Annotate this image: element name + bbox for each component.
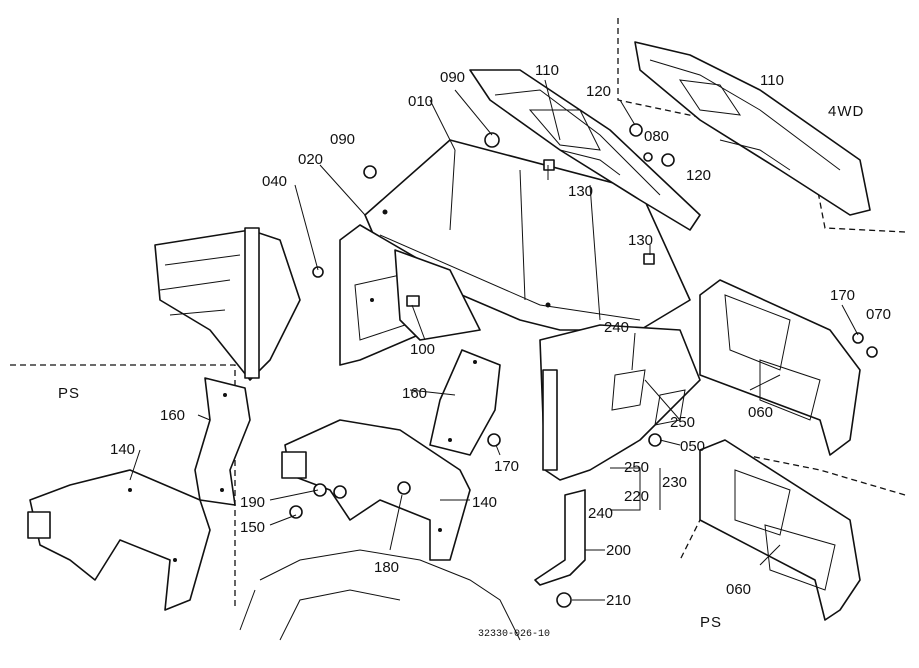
part-label-240-lower: 240 <box>588 505 613 522</box>
part-label-090-top: 090 <box>440 69 465 86</box>
region-label-ps-left: PS <box>58 385 80 402</box>
bracket-140-ps <box>27 469 211 611</box>
part-label-010: 010 <box>408 93 433 110</box>
part-label-060: 060 <box>748 404 773 421</box>
region-label-ps-right: PS <box>700 614 722 631</box>
bracket-160-ps <box>194 377 251 506</box>
part-label-120-top: 120 <box>586 83 611 100</box>
part-label-230: 230 <box>662 474 687 491</box>
part-label-250-lower: 250 <box>624 459 649 476</box>
part-label-170-center: 170 <box>494 458 519 475</box>
part-label-050: 050 <box>680 438 705 455</box>
bracket-200 <box>534 489 586 586</box>
part-label-130-top: 130 <box>568 183 593 200</box>
fasteners <box>289 123 878 608</box>
part-label-040: 040 <box>262 173 287 190</box>
part-label-130-right: 130 <box>628 232 653 249</box>
grille-110 <box>469 69 701 231</box>
part-label-220: 220 <box>624 488 649 505</box>
lower-panel <box>539 324 701 481</box>
drawing-code: 32330-026-10 <box>478 629 550 640</box>
part-label-140-left: 140 <box>110 441 135 458</box>
part-label-080: 080 <box>644 128 669 145</box>
part-label-180: 180 <box>374 559 399 576</box>
part-label-140-center: 140 <box>472 494 497 511</box>
part-label-120-right: 120 <box>686 167 711 184</box>
side-panel-060-ps <box>699 439 861 621</box>
part-label-100: 100 <box>410 341 435 358</box>
part-label-160-center: 160 <box>402 385 427 402</box>
part-label-160-left: 160 <box>160 407 185 424</box>
part-label-090-left: 090 <box>330 131 355 148</box>
part-label-020: 020 <box>298 151 323 168</box>
frame-ps-upper <box>154 227 301 381</box>
region-divider-4wd <box>617 18 906 233</box>
part-label-170-right: 170 <box>830 287 855 304</box>
part-label-070: 070 <box>866 306 891 323</box>
part-label-240-upper: 240 <box>604 319 629 336</box>
part-label-060-ps: 060 <box>726 581 751 598</box>
grille-110-4wd <box>634 41 871 216</box>
part-label-110-4wd: 110 <box>760 72 784 89</box>
housing-outline <box>239 549 521 641</box>
region-label-4wd: 4WD <box>828 103 864 120</box>
region-divider-ps-left <box>10 364 236 610</box>
bracket-140-center <box>281 419 471 561</box>
part-label-210: 210 <box>606 592 631 609</box>
bracket-160-center <box>429 349 501 456</box>
part-label-150: 150 <box>240 519 265 536</box>
side-panel-060 <box>699 279 861 456</box>
part-label-250-upper: 250 <box>670 414 695 431</box>
part-label-200: 200 <box>606 542 631 559</box>
part-label-110: 110 <box>535 62 559 79</box>
part-label-190: 190 <box>240 494 265 511</box>
leader-lines <box>129 79 859 601</box>
